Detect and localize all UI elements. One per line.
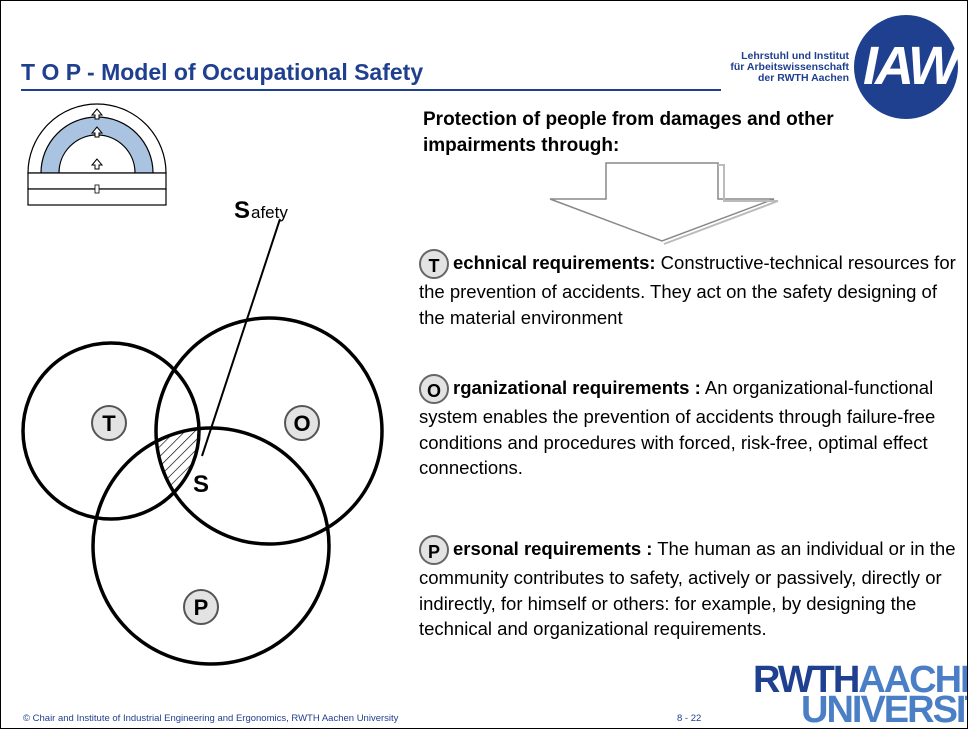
rwth-logo-rwth: RWTH: [753, 659, 860, 701]
badge-o: [284, 405, 320, 441]
item-badge-o: O: [419, 374, 449, 404]
institute-line-2: für Arbeitswissenschaft: [730, 61, 849, 73]
safety-label-rest: afety: [251, 203, 288, 222]
badge-p-label: P: [194, 595, 209, 620]
item-badge-p: P: [419, 535, 449, 565]
badge-o-label: O: [293, 411, 310, 436]
iaw-logo-text: IAW: [863, 36, 959, 96]
center-s-label: S: [193, 471, 209, 498]
badge-t: [91, 405, 127, 441]
item-organizational-lead: rganizational requirements :: [453, 376, 701, 398]
circle-personal: [91, 426, 331, 666]
item-badge-t: T: [419, 249, 449, 279]
iaw-logo: [854, 15, 958, 119]
item-technical-text: Constructive-technical resources for the…: [419, 251, 956, 328]
venn-diagram: S afety T O P S: [21, 197, 384, 666]
item-personal-text: The human as an individual or in the com…: [419, 537, 956, 639]
institute-line-1: Lehrstuhl und Institut: [741, 50, 849, 62]
title-underline: [21, 89, 721, 91]
rwth-logo-university: UNIVERSITY: [801, 689, 967, 729]
institute-line-3: der RWTH Aachen: [757, 72, 849, 84]
slide-title: T O P - Model of Occupational Safety: [21, 59, 424, 85]
down-arrow-icon: [549, 162, 779, 245]
item-organizational-text: An organizational-functional system enab…: [419, 376, 936, 478]
badge-p: [183, 589, 219, 625]
safety-pointer-line: [201, 218, 281, 457]
institute-name: Lehrstuhl und Institut für Arbeitswissen…: [649, 51, 849, 84]
arch-diagram-icon: [27, 103, 167, 206]
circle-organizational: [154, 316, 384, 546]
footer-copyright: © Chair and Institute of Industrial Engi…: [23, 713, 399, 724]
badge-t-label: T: [102, 411, 116, 436]
slide-heading: Protection of people from damages and ot…: [423, 109, 834, 156]
safety-label-initial: S: [234, 197, 250, 224]
page-number: 8 - 22: [677, 713, 702, 724]
circle-technical: [21, 341, 201, 521]
rwth-logo-aachen: AACHEN: [858, 659, 967, 701]
item-personal-lead: ersonal requirements :: [453, 537, 653, 559]
item-technical-lead: echnical requirements:: [453, 251, 656, 273]
rwth-logo-line1: RWTHAACHEN: [753, 659, 967, 701]
